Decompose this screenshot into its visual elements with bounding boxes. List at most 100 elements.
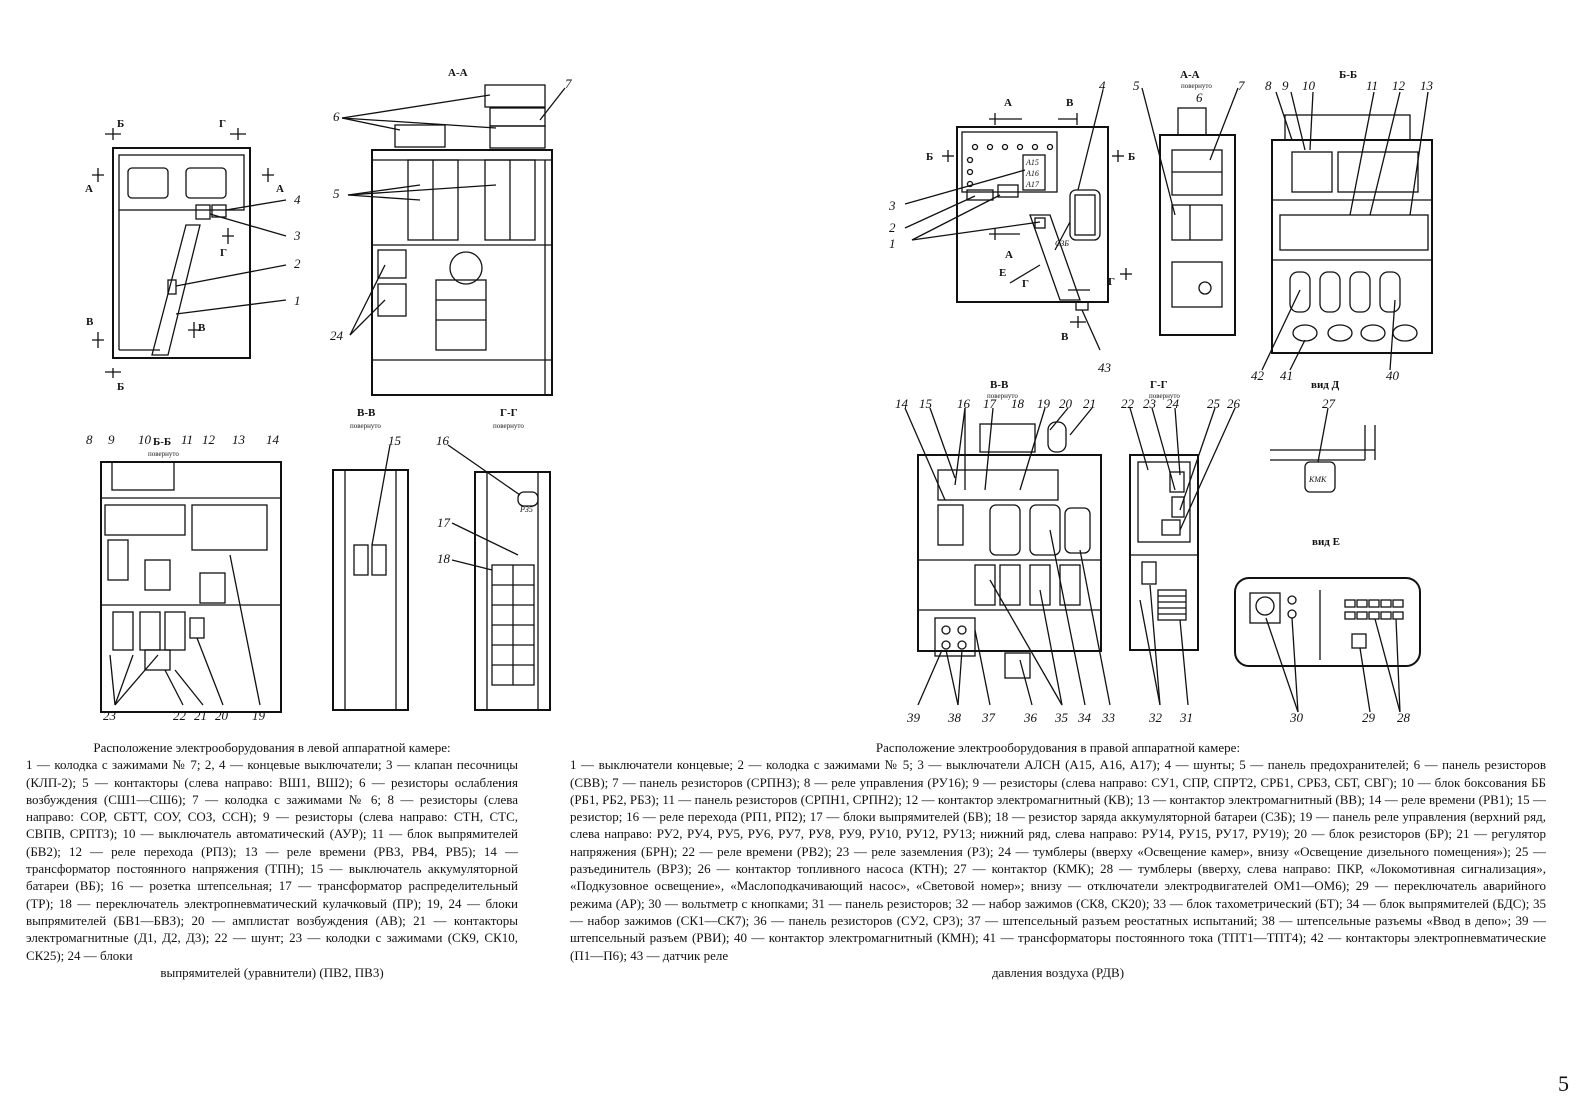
cut-mark-b-r: Б [926, 151, 933, 163]
r-label-18: 18 [1011, 396, 1025, 411]
left-section-gg-labels: Г-Г повернуто 16 17 18 Р35 [436, 407, 533, 566]
right-section-bb-labels: Б-Б 8 9 10 11 12 13 42 41 40 [1251, 69, 1434, 383]
label-15: 15 [388, 433, 402, 448]
cut-mark-g: Г [219, 118, 226, 130]
r-label-21: 21 [1083, 396, 1096, 411]
label-7: 7 [565, 76, 572, 91]
resistor-c3b: СЗБ [1055, 239, 1069, 248]
label-20: 20 [215, 708, 229, 723]
r-label-23: 23 [1143, 396, 1157, 411]
section-title-vv: В-В [357, 407, 376, 419]
label-11: 11 [181, 432, 193, 447]
label-9: 9 [108, 432, 115, 447]
cut-mark-g-r2: Г [1108, 276, 1115, 288]
right-plan-view [904, 89, 1132, 351]
r-label-43: 43 [1098, 360, 1112, 375]
left-section-vv [332, 444, 409, 711]
label-18: 18 [437, 551, 451, 566]
r-label-17: 17 [983, 396, 997, 411]
label-10: 10 [138, 432, 152, 447]
socket-p35: Р35 [519, 505, 533, 514]
r-label-22: 22 [1121, 396, 1135, 411]
r-label-12: 12 [1392, 78, 1406, 93]
label-2: 2 [294, 256, 301, 271]
r-label-28: 28 [1397, 710, 1411, 725]
r-label-40: 40 [1386, 368, 1400, 383]
cut-mark-b-lower: Б [117, 381, 124, 393]
label-8: 8 [86, 432, 93, 447]
right-plan-marks: А В Б Б А Е Г Г В А15 А16 А17 СЗБ 4 3 2 … [888, 78, 1135, 375]
label-3: 3 [293, 228, 301, 243]
box-a16: А16 [1025, 169, 1039, 178]
section-title-gg: Г-Г [500, 407, 518, 419]
cut-mark-a-r: А [1004, 97, 1012, 109]
r-section-title-vv: В-В [990, 379, 1009, 391]
r-label-2: 2 [889, 220, 896, 235]
r-label-41: 41 [1280, 368, 1293, 383]
left-plan-marks: Б Г А А В В Г Б 4 3 2 1 [85, 118, 301, 393]
left-section-vv-labels: В-В повернуто 15 [350, 407, 402, 448]
left-section-aa [341, 84, 566, 396]
label-17: 17 [437, 515, 451, 530]
right-view-d-labels: вид Д 27 КМК [1308, 379, 1340, 484]
right-section-vv-labels: В-В повернуто 14 15 16 17 18 19 20 21 39… [895, 379, 1116, 725]
label-24: 24 [330, 328, 344, 343]
label-23: 23 [103, 708, 117, 723]
r-label-30: 30 [1289, 710, 1304, 725]
left-plan-view [92, 128, 287, 378]
r-section-title-aa: А-А [1180, 69, 1200, 81]
left-caption-last: выпрямителей (уравнители) (ПВ2, ПВ3) [160, 964, 384, 980]
left-caption-body: 1 — колодка с зажимами № 7; 2, 4 — конце… [26, 757, 518, 963]
cut-mark-a-r2: А [1005, 249, 1013, 261]
r-label-7: 7 [1238, 78, 1245, 93]
label-12: 12 [202, 432, 216, 447]
cut-mark-g-r: Г [1022, 278, 1029, 290]
r-section-title-bb: Б-Б [1339, 69, 1357, 81]
left-section-bb [100, 461, 282, 713]
r-label-1: 1 [889, 236, 896, 251]
label-16: 16 [436, 433, 450, 448]
r-label-9: 9 [1282, 78, 1289, 93]
right-view-e [1234, 577, 1421, 713]
label-4: 4 [294, 192, 301, 207]
cut-mark-v-r: В [1066, 97, 1074, 109]
r-label-37: 37 [981, 710, 996, 725]
r-label-5: 5 [1133, 78, 1140, 93]
label-14: 14 [266, 432, 280, 447]
right-section-aa-labels: А-А повернуто 6 5 7 [1133, 69, 1245, 105]
section-title-bb: Б-Б [153, 436, 171, 448]
r-label-8: 8 [1265, 78, 1272, 93]
cut-mark-b: Б [117, 118, 124, 130]
right-caption-last: давления воздуха (РДВ) [991, 964, 1125, 980]
right-caption-title: Расположение электрооборудования в право… [875, 740, 1241, 755]
section-sub-bb: повернуто [148, 450, 179, 458]
box-a15: А15 [1025, 158, 1039, 167]
r-section-sub-vv: повернуто [987, 392, 1018, 400]
left-section-gg [447, 444, 551, 711]
cut-mark-a: А [85, 183, 93, 195]
r-label-4: 4 [1099, 78, 1106, 93]
r-label-27: 27 [1322, 396, 1336, 411]
label-21: 21 [194, 708, 207, 723]
r-label-14: 14 [895, 396, 909, 411]
r-label-34: 34 [1077, 710, 1092, 725]
r-section-sub-aa: повернуто [1181, 82, 1212, 90]
r-label-32: 32 [1148, 710, 1163, 725]
cut-mark-g-lower: Г [220, 247, 227, 259]
r-label-42: 42 [1251, 368, 1265, 383]
r-label-10: 10 [1302, 78, 1316, 93]
cut-mark-v-r2: В [1061, 331, 1069, 343]
r-label-11: 11 [1366, 78, 1378, 93]
left-caption-title: Расположение электрооборудования в левой… [93, 740, 451, 755]
label-19: 19 [252, 708, 266, 723]
r-label-33: 33 [1101, 710, 1116, 725]
cut-mark-v-right: В [198, 322, 206, 334]
contactor-kmk: КМК [1308, 475, 1327, 484]
label-6: 6 [333, 109, 340, 124]
right-section-vv [904, 407, 1111, 706]
r-label-26: 26 [1227, 396, 1241, 411]
right-section-gg-labels: Г-Г повернуто 22 23 24 25 26 32 31 [1121, 379, 1241, 725]
r-label-24: 24 [1166, 396, 1180, 411]
right-view-e-labels: вид Е 30 29 28 [1289, 536, 1411, 725]
r-label-13: 13 [1420, 78, 1434, 93]
